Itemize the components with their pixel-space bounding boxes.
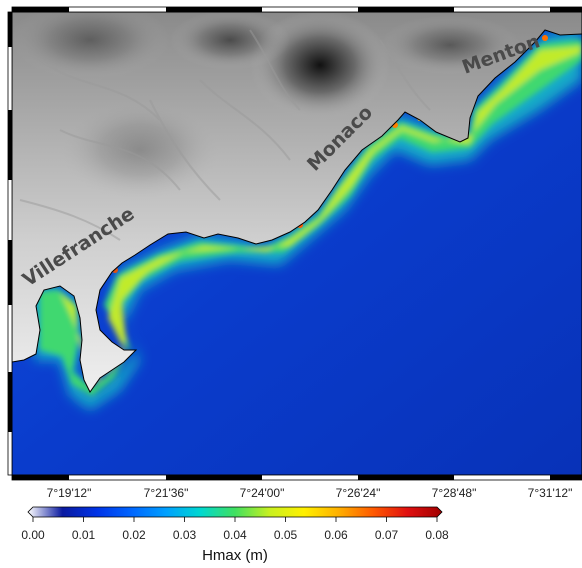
- map-frame: [7, 6, 582, 481]
- colorbar-tick-label: 0.01: [72, 528, 96, 542]
- colorbar-tick-label: 0.06: [324, 528, 348, 542]
- colorbar-tick-label: 0.00: [21, 528, 45, 542]
- x-axis: 7°19'12" 7°21'36" 7°24'00" 7°26'24" 7°28…: [47, 486, 573, 500]
- colorbar-tick-label: 0.05: [274, 528, 298, 542]
- coastal-band: [40, 40, 582, 396]
- colorbar-tick-label: 0.02: [122, 528, 146, 542]
- x-tick-label: 7°28'48": [432, 486, 477, 500]
- coastline: [12, 29, 582, 393]
- x-tick-label: 7°31'12": [528, 486, 573, 500]
- x-tick-label: 7°24'00": [240, 486, 285, 500]
- x-tick-label: 7°19'12": [47, 486, 92, 500]
- colorbar-tick-label: 0.07: [375, 528, 399, 542]
- colorbar-title: Hmax (m): [202, 547, 268, 563]
- colorbar-tick-label: 0.04: [223, 528, 247, 542]
- colorbar-tick-label: 0.03: [173, 528, 197, 542]
- colorbar-tick-labels: 0.00 0.01 0.02 0.03 0.04 0.05 0.06 0.07 0.08: [21, 528, 449, 542]
- colorbar-body: [27, 506, 443, 518]
- map-area: [12, 12, 582, 475]
- colorbar-tick-label: 0.08: [425, 528, 449, 542]
- colorbar: 0.00 0.01 0.02 0.03 0.04 0.05 0.06 0.07 0.08 Hma…: [21, 506, 449, 564]
- terrain-shading: [12, 12, 520, 241]
- x-tick-label: 7°26'24": [336, 486, 381, 500]
- colorbar-ticks: [32, 517, 438, 522]
- x-tick-label: 7°21'36": [144, 486, 189, 500]
